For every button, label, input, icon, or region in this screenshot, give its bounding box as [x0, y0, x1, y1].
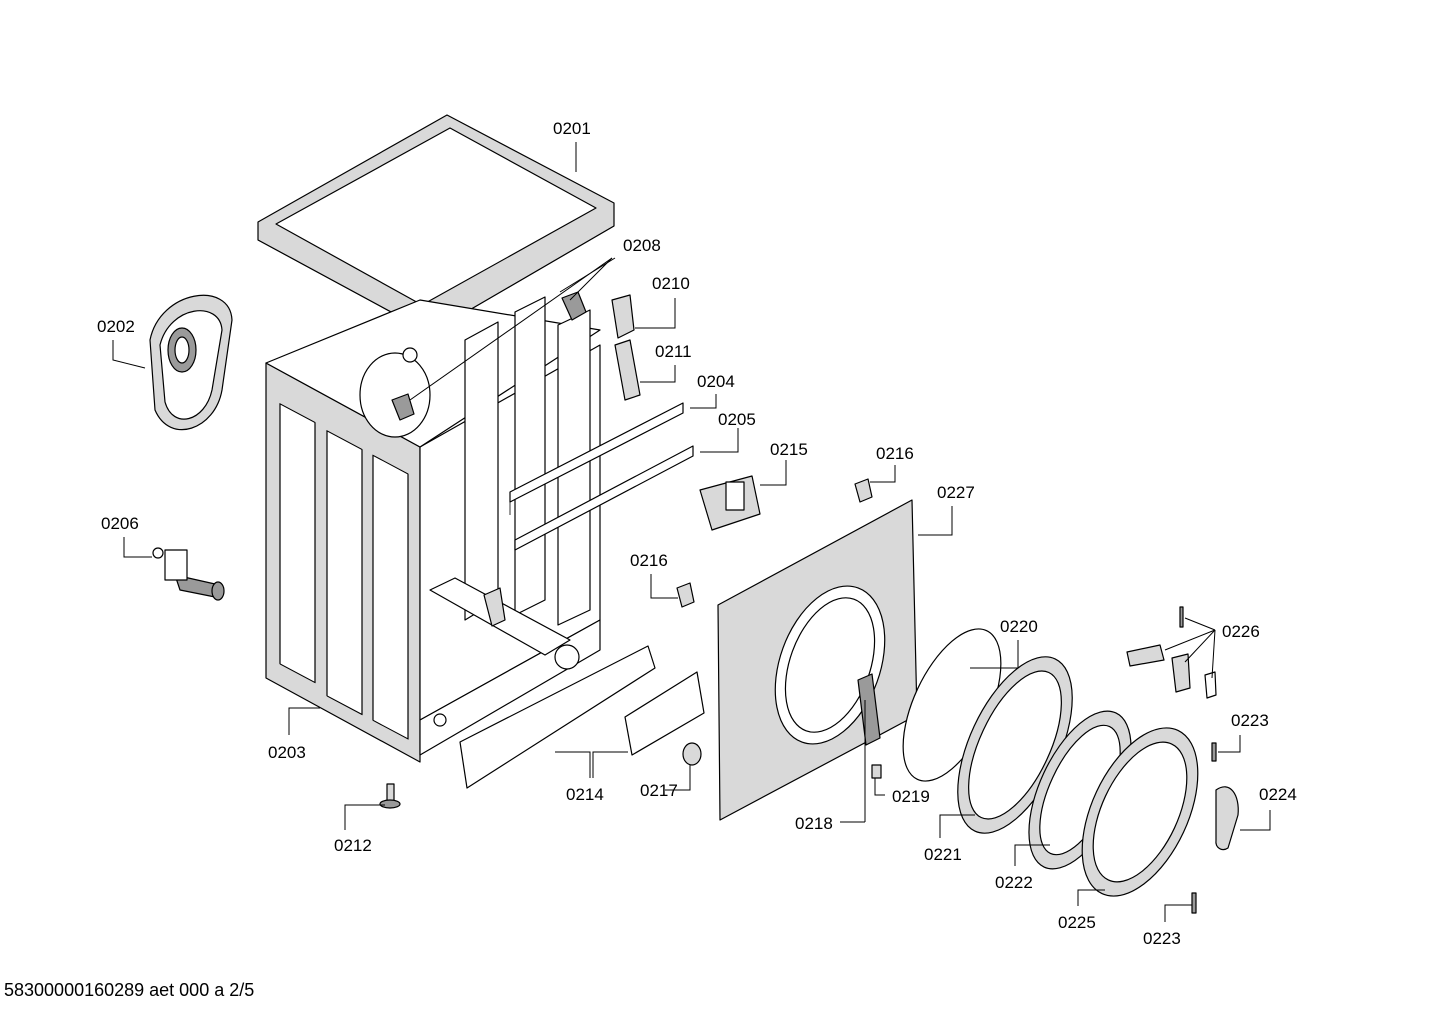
- part-0205-rail: [514, 445, 694, 551]
- document-reference-footer: 58300000160289 aet 000 a 2/5: [4, 980, 255, 1000]
- part-0214-kickplate: [459, 645, 705, 789]
- part-0226-hinge-set: [1126, 606, 1217, 699]
- label-0202: 0202: [97, 317, 135, 336]
- part-0217-foot: [682, 742, 702, 766]
- label-0220: 0220: [1000, 617, 1038, 636]
- part-0210-hinge: [611, 294, 635, 339]
- label-0225: 0225: [1058, 913, 1096, 932]
- part-0211-clip: [614, 339, 641, 401]
- part-0219-bushing: [871, 764, 882, 779]
- label-0226: 0226: [1222, 622, 1260, 641]
- label-0205: 0205: [718, 410, 756, 429]
- label-0216-lower: 0216: [630, 551, 668, 570]
- part-0208-bracket: [391, 291, 587, 421]
- label-0224: 0224: [1259, 785, 1297, 804]
- label-0221: 0221: [924, 845, 962, 864]
- label-0203: 0203: [268, 743, 306, 762]
- label-0212: 0212: [334, 836, 372, 855]
- part-0224-handle: [1215, 786, 1239, 851]
- label-0223-upper: 0223: [1231, 711, 1269, 730]
- part-0212-screw-foot: [379, 783, 401, 809]
- label-0227: 0227: [937, 483, 975, 502]
- part-0201-worktop: [257, 114, 615, 334]
- part-0215-door-lock: [699, 475, 761, 531]
- label-0208: 0208: [623, 236, 661, 255]
- leader-lines: [112, 142, 1271, 922]
- part-0225-outer-ring: [1081, 727, 1199, 897]
- label-0206: 0206: [101, 514, 139, 533]
- label-0210: 0210: [652, 274, 690, 293]
- part-0216-clip-upper: [854, 478, 873, 503]
- part-0202-rear-cover: [149, 294, 233, 431]
- label-0218: 0218: [795, 814, 833, 833]
- part-0223-pin-lower: [1191, 892, 1197, 914]
- part-0223-pin-upper: [1211, 742, 1217, 762]
- label-0216-upper: 0216: [876, 444, 914, 463]
- part-0227-front-panel: [717, 499, 918, 821]
- part-0204-rail: [509, 402, 684, 515]
- label-0222: 0222: [995, 873, 1033, 892]
- label-0215: 0215: [770, 440, 808, 459]
- label-0201: 0201: [553, 119, 591, 138]
- part-0216-clip-lower: [676, 582, 695, 608]
- label-0217: 0217: [640, 781, 678, 800]
- label-0211: 0211: [655, 342, 692, 361]
- label-0223-lower: 0223: [1143, 929, 1181, 948]
- label-0214: 0214: [566, 785, 604, 804]
- part-number-labels: 0201 0202 0203 0204 0205 0206 0208 0210 …: [97, 119, 1297, 948]
- part-0206-heater: [152, 547, 225, 601]
- label-0204: 0204: [697, 372, 735, 391]
- label-0219: 0219: [892, 787, 930, 806]
